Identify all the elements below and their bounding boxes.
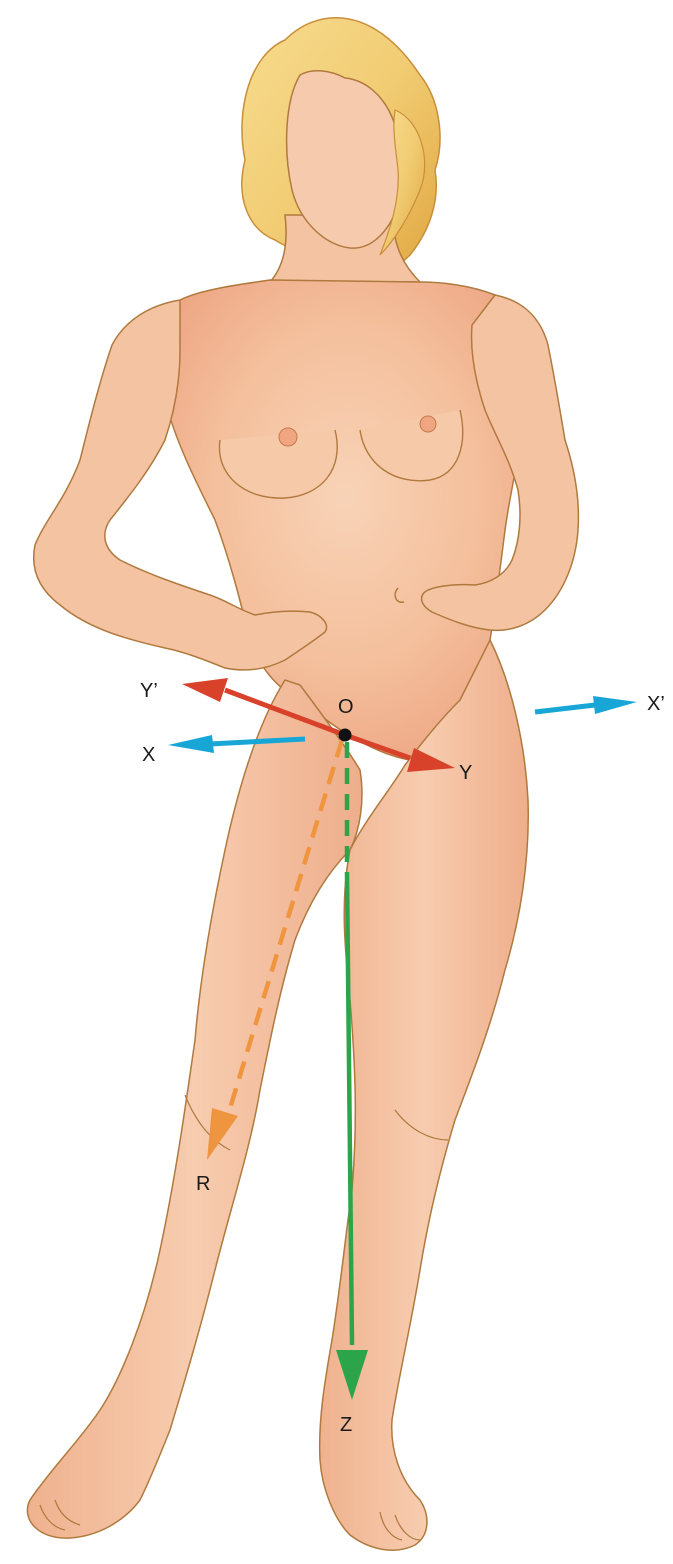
- axis-x-prime-arrowhead: [593, 696, 637, 714]
- label-r: R: [196, 1173, 210, 1195]
- human-figure: [27, 18, 578, 1550]
- label-x: X: [142, 744, 155, 766]
- nipple-left: [279, 428, 297, 446]
- origin-point: [339, 729, 352, 742]
- label-z: Z: [340, 1414, 352, 1436]
- label-y: Y: [459, 762, 472, 784]
- left-leg: [27, 680, 362, 1538]
- label-y-prime: Y’: [140, 680, 158, 702]
- axis-x-prime-line: [535, 705, 595, 712]
- label-x-prime: X’: [647, 693, 665, 715]
- axis-y-prime-arrowhead: [182, 678, 228, 702]
- label-origin: O: [338, 696, 354, 718]
- axis-x-arrowhead: [168, 735, 214, 753]
- nipple-right: [420, 416, 436, 432]
